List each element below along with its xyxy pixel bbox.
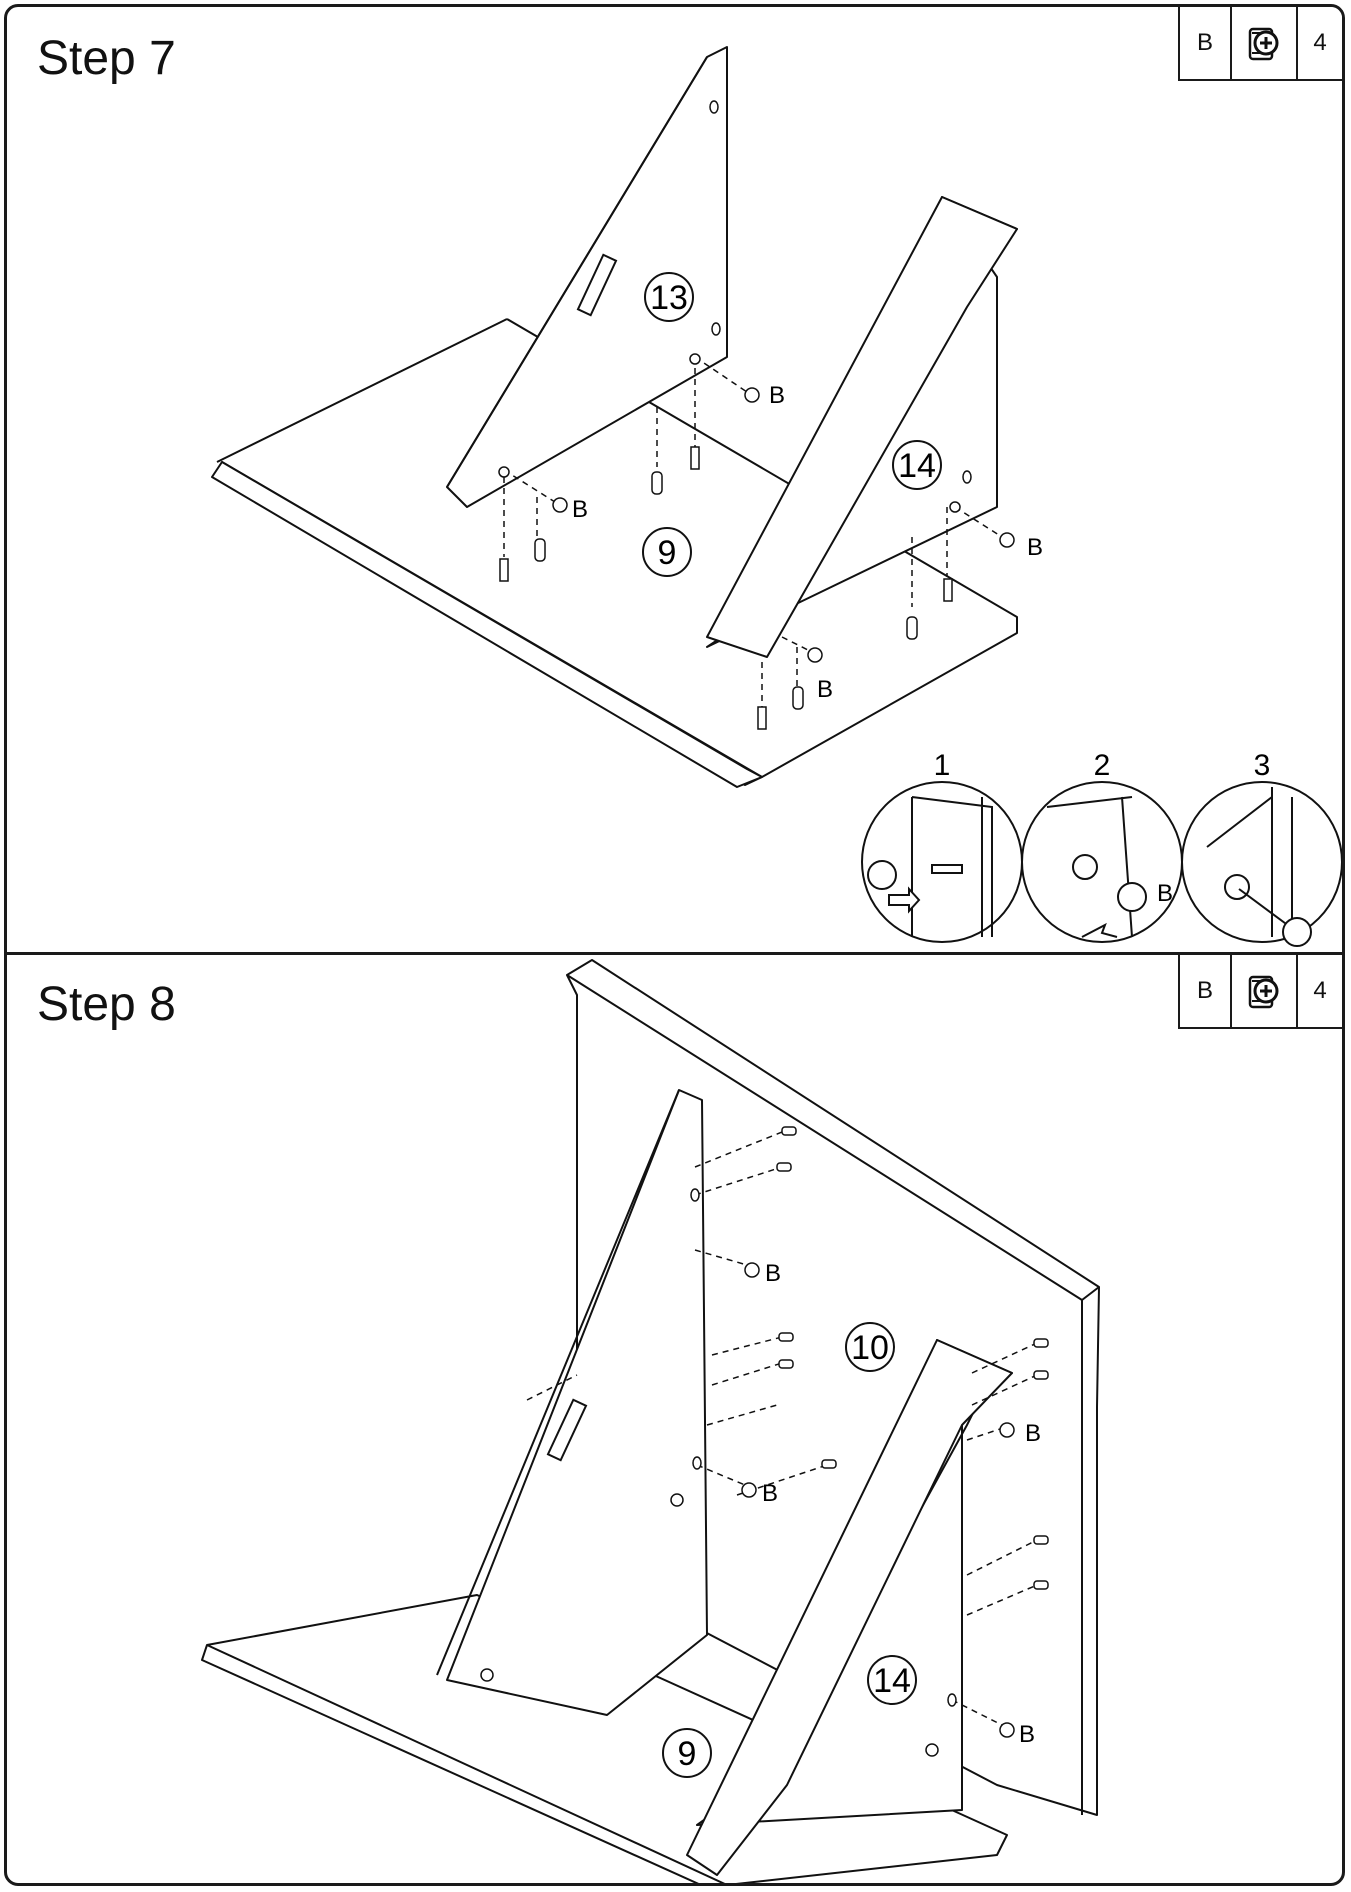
detail-3 [1181, 781, 1342, 947]
hardware-callout-b: B [817, 676, 833, 703]
detail-number: 1 [934, 749, 951, 782]
side-panel-13 [446, 46, 728, 508]
step-divider [7, 952, 1342, 955]
step-8-title: Step 8 [37, 978, 176, 1031]
part-label-13: 13 [650, 279, 688, 317]
step-7-diagram: 13 14 9 B B B B [211, 46, 1342, 947]
hardware-callout-b: B [1027, 534, 1043, 561]
instruction-sheet: Step 7 B 4 [4, 4, 1345, 1886]
part-label-9: 9 [658, 534, 677, 572]
detail-1 [861, 781, 1023, 943]
part-label-9: 9 [678, 1735, 697, 1773]
hardware-callout-b: B [765, 1260, 781, 1287]
detail-2 [1021, 781, 1183, 943]
part-label-10: 10 [851, 1329, 889, 1367]
part-label-14: 14 [898, 447, 936, 485]
step-8-diagram: 10 14 9 B B B B [201, 959, 1100, 1883]
hardware-letter: B [1180, 7, 1232, 79]
cam-lock-icon [1232, 955, 1298, 1027]
step-7-hardware-box: B 4 [1178, 7, 1342, 81]
hardware-qty: 4 [1313, 977, 1327, 1004]
cam-lock-icon [1232, 7, 1298, 79]
hardware-callout-b: B [1025, 1420, 1041, 1447]
detail-number: 3 [1254, 749, 1271, 782]
step-7-title: Step 7 [37, 32, 176, 85]
part-label-14: 14 [873, 1662, 911, 1700]
hardware-letter: B [1180, 955, 1232, 1027]
hardware-callout-b: B [1157, 880, 1173, 907]
step-8-hardware-box: B 4 [1178, 955, 1342, 1029]
hardware-qty: 4 [1313, 29, 1327, 56]
hardware-callout-b: B [762, 1480, 778, 1507]
detail-number: 2 [1094, 749, 1111, 782]
hardware-callout-b: B [769, 382, 785, 409]
hardware-callout-b: B [1019, 1721, 1035, 1748]
hardware-callout-b: B [572, 496, 588, 523]
